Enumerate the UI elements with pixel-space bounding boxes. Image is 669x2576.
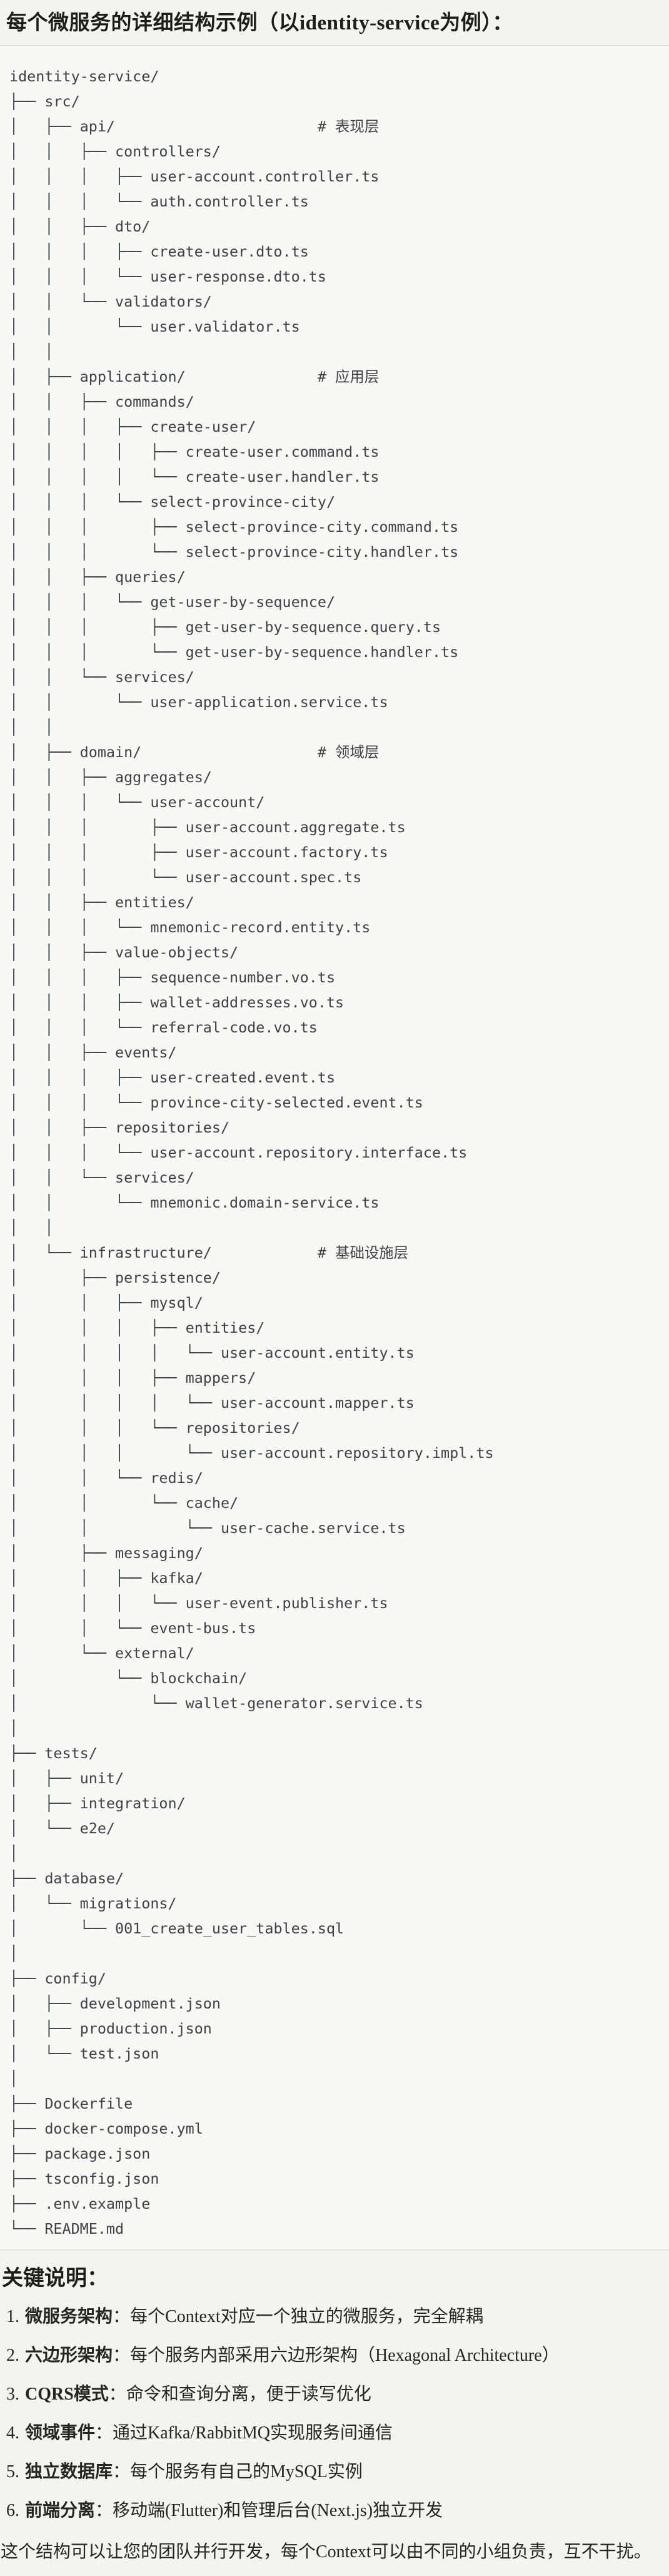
- note-colon: ：: [113, 2462, 131, 2482]
- note-number: 2.: [6, 2346, 19, 2365]
- note-number: 4.: [6, 2423, 19, 2443]
- note-item-domain-events: 4. 领域事件：通过Kafka/RabbitMQ实现服务间通信: [0, 2421, 669, 2446]
- note-label: 微服务架构: [25, 2307, 113, 2326]
- note-colon: ：: [113, 2346, 131, 2365]
- note-label: 独立数据库: [25, 2462, 113, 2482]
- directory-tree-code-block: identity-service/ ├── src/ │ ├── api/ # …: [0, 45, 669, 2251]
- note-text: 每个Context对应一个独立的微服务，完全解耦: [130, 2307, 483, 2326]
- note-text: 每个服务有自己的MySQL实例: [130, 2462, 363, 2482]
- note-number: 1.: [6, 2307, 19, 2326]
- page-title: 每个微服务的详细结构示例（以identity-service为例）：: [6, 12, 513, 34]
- note-item-cqrs: 3. CQRS模式：命令和查询分离，便于读写优化: [0, 2382, 669, 2407]
- note-item-frontend: 6. 前端分离：移动端(Flutter)和管理后台(Next.js)独立开发: [0, 2498, 669, 2523]
- note-colon: ：: [108, 2385, 126, 2404]
- note-colon: ：: [95, 2423, 113, 2443]
- note-number: 3.: [6, 2385, 19, 2404]
- note-label: 前端分离: [25, 2501, 96, 2520]
- note-number: 6.: [6, 2501, 19, 2520]
- note-item-database: 5. 独立数据库：每个服务有自己的MySQL实例: [0, 2460, 669, 2485]
- note-item-microservice: 1. 微服务架构：每个Context对应一个独立的微服务，完全解耦: [0, 2304, 669, 2329]
- note-number: 5.: [6, 2462, 19, 2482]
- note-colon: ：: [95, 2501, 113, 2520]
- note-label: CQRS模式: [25, 2385, 109, 2404]
- note-label: 六边形架构: [25, 2346, 113, 2365]
- note-item-hexagonal: 2. 六边形架构：每个服务内部采用六边形架构（Hexagonal Architec…: [0, 2343, 669, 2368]
- notes-heading: 关键说明：: [2, 2267, 108, 2290]
- note-text: 命令和查询分离，便于读写优化: [126, 2385, 371, 2404]
- note-text: 每个服务内部采用六边形架构（Hexagonal Architecture）: [130, 2346, 560, 2365]
- notes-section: 关键说明： 1.微服务架构：每个Context对应一个独立的微服务，完全解耦 2…: [0, 2265, 669, 2565]
- note-text: 移动端(Flutter)和管理后台(Next.js)独立开发: [113, 2501, 443, 2520]
- closing-paragraph: 这个结构可以让您的团队并行开发，每个Context可以由不同的小组负责，互不干扰…: [1, 2542, 651, 2562]
- note-label: 领域事件: [25, 2423, 96, 2443]
- note-colon: ：: [113, 2307, 131, 2326]
- note-text: 通过Kafka/RabbitMQ实现服务间通信: [113, 2423, 393, 2443]
